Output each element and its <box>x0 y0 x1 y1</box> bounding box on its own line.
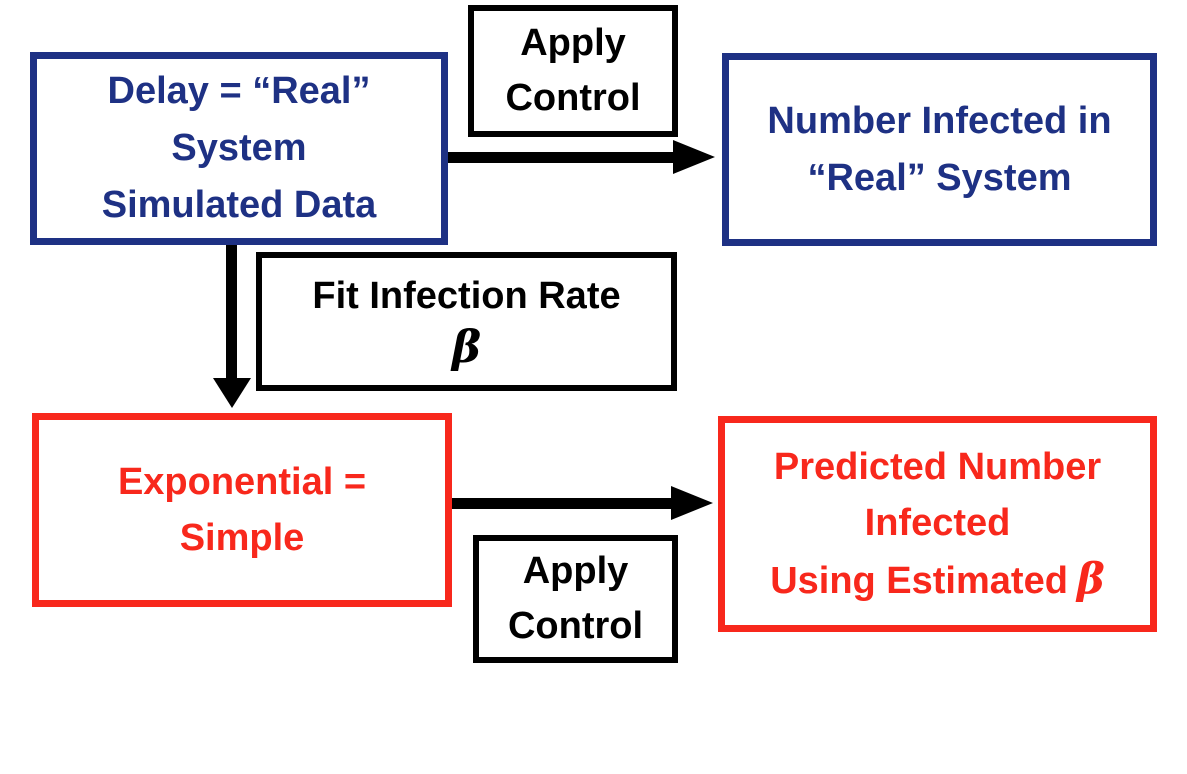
apply-control-top-line-1: Apply <box>520 22 626 64</box>
beta-symbol: β <box>1076 554 1105 603</box>
exponential-box: Exponential = Simple <box>32 413 452 607</box>
arrow-head <box>213 378 251 408</box>
real-system-line-2: System <box>171 127 307 169</box>
apply-control-bottom-line-1: Apply <box>522 550 629 592</box>
predicted-box: Predicted Number Infected Using Estimate… <box>718 416 1157 632</box>
exponential-line-1: Exponential = <box>117 461 367 503</box>
real-system-box: Delay = “Real” System Simulated Data <box>30 52 448 245</box>
arrow-real-to-number-infected <box>448 140 715 174</box>
apply-control-bottom-box: Apply Control <box>473 535 678 663</box>
arrow-real-to-exponential <box>213 245 251 408</box>
arrow-head <box>671 486 713 520</box>
apply-control-top-box: Apply Control <box>468 5 678 137</box>
arrow-exponential-to-predicted <box>452 486 713 520</box>
predicted-line-3-text: Using Estimated <box>770 560 1068 602</box>
predicted-line-2: Infected <box>864 502 1011 544</box>
arrow-head <box>673 140 715 174</box>
exponential-line-2: Simple <box>179 517 305 559</box>
predicted-line-1: Predicted Number <box>773 446 1102 488</box>
arrow-shaft <box>448 152 673 163</box>
arrow-shaft <box>452 498 671 509</box>
apply-control-bottom-line-2: Control <box>507 605 644 647</box>
fit-infection-rate-box: Fit Infection Rate β <box>256 252 677 391</box>
number-infected-line-1: Number Infected in <box>767 99 1112 142</box>
real-system-line-3: Simulated Data <box>101 184 377 226</box>
fit-rate-line-1: Fit Infection Rate <box>312 274 621 317</box>
beta-symbol: β <box>451 321 482 373</box>
number-infected-line-2: “Real” System <box>807 156 1072 199</box>
real-system-line-1: Delay = “Real” <box>107 70 371 112</box>
arrow-shaft <box>226 245 237 379</box>
apply-control-top-line-2: Control <box>505 77 641 119</box>
number-infected-box: Number Infected in “Real” System <box>722 53 1157 246</box>
